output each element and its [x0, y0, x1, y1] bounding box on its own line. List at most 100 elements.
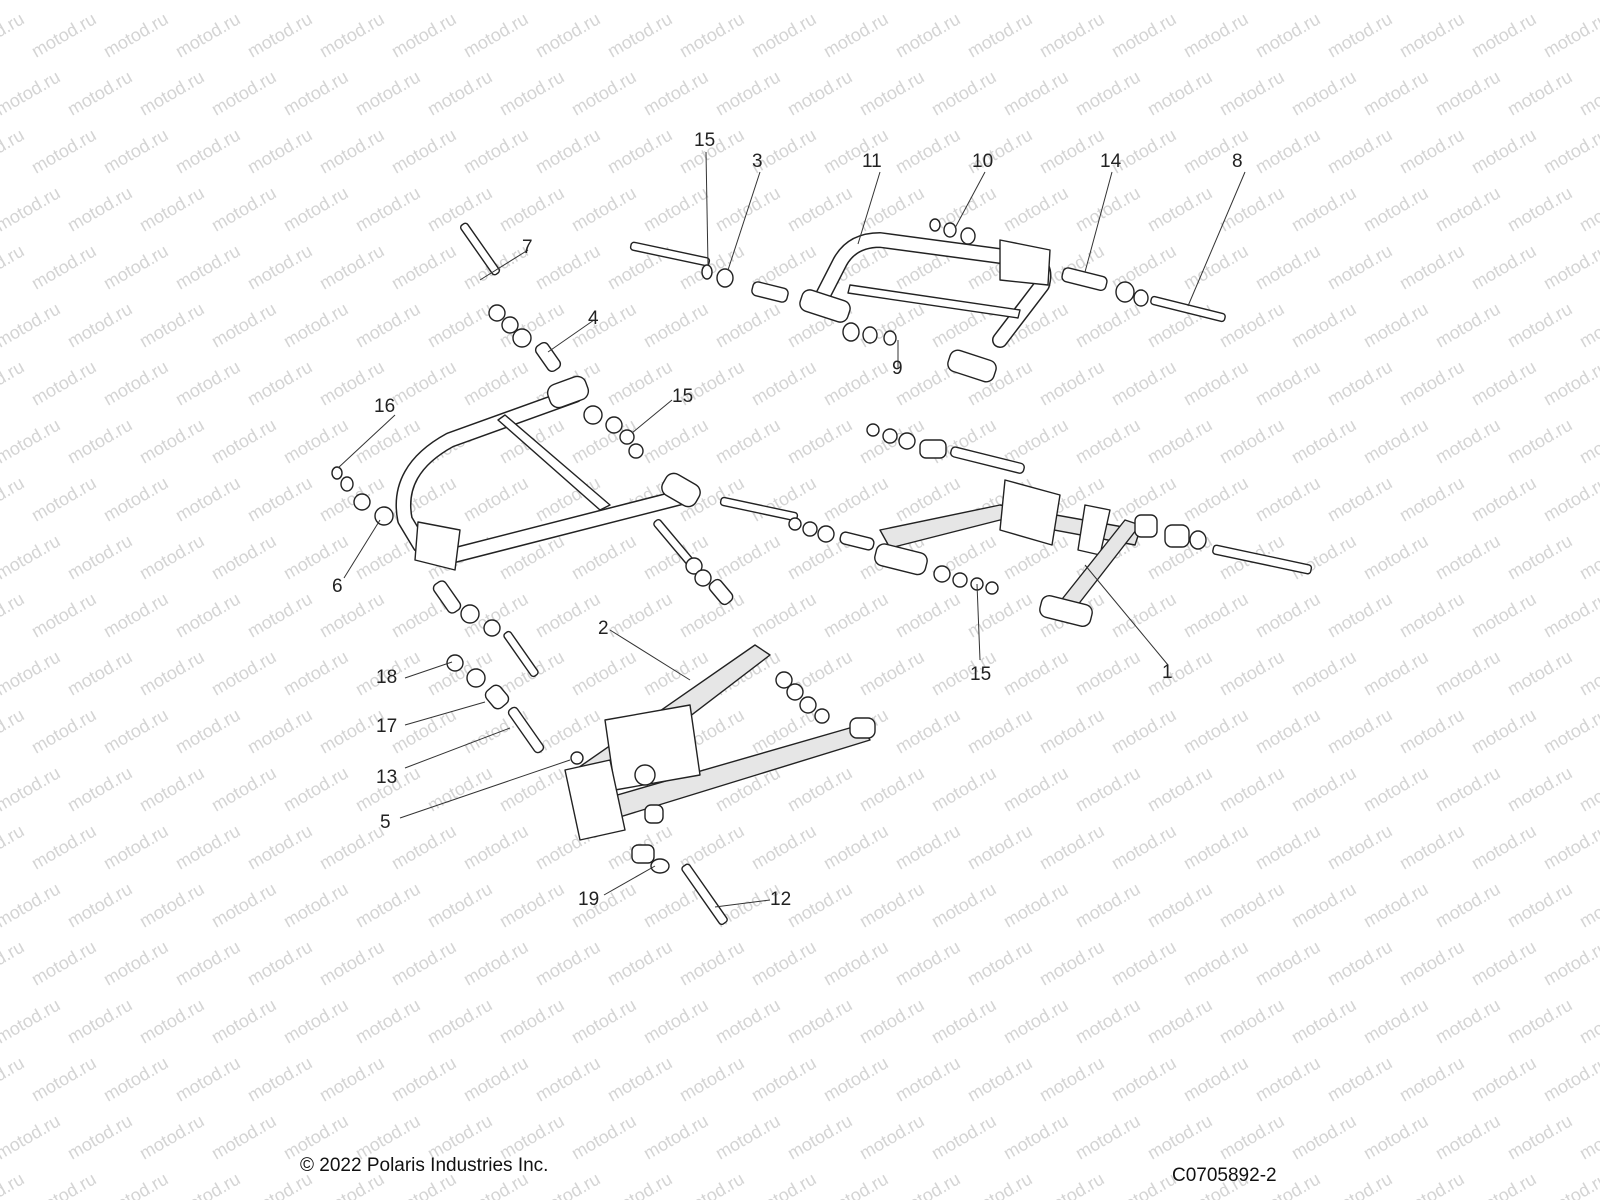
watermark-text: motod.ru: [964, 1169, 1036, 1200]
callout-14: 14: [1100, 151, 1122, 172]
watermark-text: motod.ru: [1468, 241, 1540, 294]
watermark-text: motod.ru: [604, 125, 676, 178]
watermark-text: motod.ru: [1216, 647, 1288, 700]
watermark-text: motod.ru: [1000, 1111, 1072, 1164]
watermark-text: motod.ru: [388, 937, 460, 990]
watermark-text: motod.ru: [172, 589, 244, 642]
watermark-text: motod.ru: [0, 1169, 28, 1200]
watermark-text: motod.ru: [820, 473, 892, 526]
watermark-text: motod.ru: [208, 67, 280, 120]
watermark-text: motod.ru: [568, 67, 640, 120]
watermark-text: motod.ru: [0, 183, 64, 236]
watermark-text: motod.ru: [892, 937, 964, 990]
watermark-text: motod.ru: [496, 0, 568, 3]
watermark-text: motod.ru: [1576, 763, 1600, 816]
watermark-text: motod.ru: [1540, 589, 1600, 642]
watermark-text: motod.ru: [640, 299, 712, 352]
watermark-text: motod.ru: [1000, 67, 1072, 120]
watermark-text: motod.ru: [316, 125, 388, 178]
watermark-text: motod.ru: [1180, 1053, 1252, 1106]
watermark-text: motod.ru: [820, 589, 892, 642]
watermark-text: motod.ru: [1360, 67, 1432, 120]
watermark-text: motod.ru: [64, 531, 136, 584]
watermark-text: motod.ru: [1576, 0, 1600, 3]
watermark-text: motod.ru: [964, 9, 1036, 62]
watermark-text: motod.ru: [1432, 183, 1504, 236]
watermark-text: motod.ru: [1252, 473, 1324, 526]
watermark-text: motod.ru: [1252, 937, 1324, 990]
watermark-text: motod.ru: [1000, 879, 1072, 932]
watermark-text: motod.ru: [640, 183, 712, 236]
watermark-text: motod.ru: [1468, 357, 1540, 410]
watermark-text: motod.ru: [1000, 415, 1072, 468]
watermark-text: motod.ru: [1540, 1053, 1600, 1106]
watermark-text: motod.ru: [784, 1111, 856, 1164]
watermark-text: motod.ru: [676, 937, 748, 990]
watermark-text: motod.ru: [64, 995, 136, 1048]
watermark-text: motod.ru: [1144, 415, 1216, 468]
watermark-text: motod.ru: [1144, 647, 1216, 700]
watermark-text: motod.ru: [1468, 473, 1540, 526]
watermark-text: motod.ru: [1072, 763, 1144, 816]
watermark-text: motod.ru: [1144, 183, 1216, 236]
watermark-text: motod.ru: [352, 183, 424, 236]
watermark-text: motod.ru: [568, 995, 640, 1048]
watermark-text: motod.ru: [496, 763, 568, 816]
watermark-text: motod.ru: [172, 821, 244, 874]
watermark-text: motod.ru: [1072, 183, 1144, 236]
watermark-text: motod.ru: [784, 415, 856, 468]
watermark-text: motod.ru: [1108, 705, 1180, 758]
watermark-text: motod.ru: [136, 299, 208, 352]
watermark-text: motod.ru: [496, 879, 568, 932]
watermark-text: motod.ru: [208, 763, 280, 816]
watermark-text: motod.ru: [856, 647, 928, 700]
watermark-text: motod.ru: [1036, 125, 1108, 178]
watermark-text: motod.ru: [1288, 0, 1360, 3]
watermark-text: motod.ru: [28, 357, 100, 410]
watermark-text: motod.ru: [1324, 473, 1396, 526]
watermark-text: motod.ru: [1540, 357, 1600, 410]
watermark-text: motod.ru: [208, 531, 280, 584]
watermark-text: motod.ru: [1504, 0, 1576, 3]
watermark-text: motod.ru: [460, 937, 532, 990]
leader-lines: [337, 151, 1246, 908]
watermark-text: motod.ru: [316, 9, 388, 62]
watermark-text: motod.ru: [1324, 589, 1396, 642]
watermark-text: motod.ru: [568, 647, 640, 700]
watermark-text: motod.ru: [136, 1111, 208, 1164]
watermark-text: motod.ru: [244, 589, 316, 642]
watermark-text: motod.ru: [460, 125, 532, 178]
callout-2: 2: [598, 618, 609, 639]
watermark-text: motod.ru: [604, 357, 676, 410]
watermark-text: motod.ru: [1036, 821, 1108, 874]
watermark-text: motod.ru: [1396, 1053, 1468, 1106]
watermark-text: motod.ru: [64, 1111, 136, 1164]
watermark-text: motod.ru: [748, 357, 820, 410]
watermark-text: motod.ru: [100, 1169, 172, 1200]
watermark-text: motod.ru: [136, 415, 208, 468]
watermark-text: motod.ru: [1576, 67, 1600, 120]
watermark-text: motod.ru: [1180, 937, 1252, 990]
watermark-text: motod.ru: [208, 183, 280, 236]
watermark-text: motod.ru: [892, 9, 964, 62]
watermark-text: motod.ru: [1036, 9, 1108, 62]
watermark-text: motod.ru: [1180, 705, 1252, 758]
watermark-text: motod.ru: [820, 357, 892, 410]
watermark-text: motod.ru: [1144, 67, 1216, 120]
watermark-text: motod.ru: [316, 589, 388, 642]
watermark-text: motod.ru: [136, 647, 208, 700]
watermark-text: motod.ru: [280, 183, 352, 236]
watermark-text: motod.ru: [352, 0, 424, 3]
watermark-text: motod.ru: [424, 0, 496, 3]
watermark-text: motod.ru: [640, 67, 712, 120]
callout-5: 5: [380, 812, 391, 833]
watermark-text: motod.ru: [1144, 879, 1216, 932]
watermark-text: motod.ru: [1288, 879, 1360, 932]
watermark-text: motod.ru: [928, 67, 1000, 120]
callout-8: 8: [1232, 151, 1243, 172]
watermark-text: motod.ru: [568, 0, 640, 3]
watermark-text: motod.ru: [1396, 821, 1468, 874]
watermark-text: motod.ru: [100, 357, 172, 410]
watermark-text: motod.ru: [100, 1053, 172, 1106]
watermark-text: motod.ru: [208, 415, 280, 468]
